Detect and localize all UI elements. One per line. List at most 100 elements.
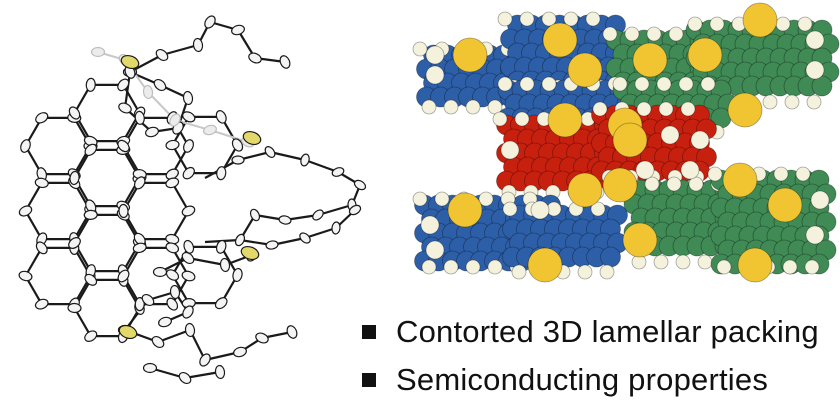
hydrogen-atom-sphere: [795, 166, 811, 182]
sulfur-atom-sphere: [767, 187, 803, 223]
atom-ellipsoid: [142, 362, 158, 374]
atom-ellipsoid: [300, 153, 310, 167]
atom-ellipsoid: [117, 139, 130, 153]
hydrogen-atom-sphere: [687, 16, 703, 32]
hydrogen-atom-sphere: [806, 94, 822, 110]
sulfur-atom-sphere: [567, 52, 603, 88]
atom-ellipsoid: [169, 284, 181, 300]
hydrogen-atom-sphere: [658, 101, 674, 117]
hydrogen-atom-sphere: [675, 254, 691, 270]
bullet-text: Contorted 3D lamellar packing: [396, 314, 819, 349]
hydrogen-atom-sphere: [434, 191, 450, 207]
hydrogen-atom-sphere: [668, 26, 684, 42]
sulfur-atom-sphere: [527, 247, 563, 283]
atom-ellipsoid: [183, 139, 194, 153]
hydrogen-atom-sphere: [690, 130, 710, 150]
hydrogen-atom-sphere: [425, 45, 445, 65]
atom-ellipsoid: [90, 46, 106, 58]
hydrogen-atom-sphere: [636, 101, 652, 117]
hydrogen-atom-sphere: [541, 11, 557, 27]
atom-ellipsoid: [214, 297, 228, 310]
atom-ellipsoid: [182, 90, 194, 106]
hydrogen-atom-sphere: [412, 191, 428, 207]
atom-ellipsoid: [68, 106, 81, 120]
atom-ellipsoid: [35, 241, 48, 255]
hydrogen-atom-sphere: [519, 11, 535, 27]
atom-ellipsoid: [234, 233, 246, 247]
hydrogen-atom-sphere: [784, 94, 800, 110]
atom-ellipsoid: [155, 48, 169, 62]
hydrogen-atom-sphere: [421, 259, 437, 275]
atom-ellipsoid: [117, 269, 130, 283]
sulfur-atom-sphere: [547, 102, 583, 138]
hydrogen-atom-sphere: [599, 264, 615, 280]
hydrogen-atom-sphere: [805, 60, 825, 80]
hydrogen-atom-sphere: [646, 26, 662, 42]
hydrogen-atom-sphere: [577, 264, 593, 280]
atom-ellipsoid: [158, 316, 172, 328]
atom-ellipsoid: [240, 245, 260, 261]
atom-ellipsoid: [85, 77, 96, 92]
hydrogen-atom-sphere: [805, 225, 825, 245]
atom-ellipsoid: [182, 111, 196, 123]
atom-ellipsoid: [84, 143, 97, 157]
bond-line: [157, 328, 191, 344]
hydrogen-atom-sphere: [602, 26, 618, 42]
hydrogen-atom-sphere: [697, 254, 713, 270]
atom-ellipsoid: [181, 205, 196, 217]
atom-ellipsoid: [18, 205, 33, 217]
bond-line: [269, 150, 306, 162]
hydrogen-atom-sphere: [500, 140, 520, 160]
atom-ellipsoid: [165, 269, 180, 281]
atom-ellipsoid: [152, 266, 168, 278]
atom-ellipsoid: [279, 55, 291, 69]
hydrogen-atom-sphere: [666, 176, 682, 192]
atom-ellipsoid: [34, 298, 49, 310]
atom-ellipsoid: [165, 177, 180, 189]
atom-ellipsoid: [169, 113, 181, 127]
hydrogen-atom-sphere: [797, 16, 813, 32]
carbon-atom-sphere: [600, 246, 621, 268]
hydrogen-atom-sphere: [700, 76, 716, 92]
bond-line: [304, 226, 337, 240]
sulfur-atom-sphere: [602, 167, 638, 203]
hydrogen-atom-sphere: [782, 259, 798, 275]
atom-ellipsoid: [178, 371, 192, 385]
atom-ellipsoid: [312, 209, 324, 221]
sulfur-atom-sphere: [632, 42, 668, 78]
atom-ellipsoid: [120, 54, 140, 70]
hydrogen-atom-sphere: [425, 65, 445, 85]
atom-ellipsoid: [182, 166, 195, 180]
sulfur-atom-sphere: [622, 222, 658, 258]
hydrogen-atom-sphere: [465, 99, 481, 115]
atom-ellipsoid: [199, 353, 211, 367]
atom-ellipsoid: [68, 237, 81, 249]
hydrogen-atom-sphere: [487, 259, 503, 275]
atom-ellipsoid: [255, 332, 269, 344]
bullet-list: Contorted 3D lamellar packing Semiconduc…: [352, 308, 840, 404]
bond-line: [161, 43, 199, 57]
hydrogen-atom-sphere: [585, 11, 601, 27]
atom-ellipsoid: [265, 240, 279, 250]
atom-ellipsoid: [153, 78, 167, 92]
atom-ellipsoid: [181, 251, 195, 265]
atom-ellipsoid: [133, 176, 146, 190]
atom-ellipsoid: [331, 221, 341, 235]
sulfur-atom-sphere: [687, 37, 723, 73]
hydrogen-atom-sphere: [541, 76, 557, 92]
atom-ellipsoid: [353, 179, 367, 191]
hydrogen-atom-sphere: [707, 166, 723, 182]
hydrogen-atom-sphere: [421, 99, 437, 115]
hydrogen-atom-sphere: [635, 160, 655, 180]
atom-ellipsoid: [166, 297, 179, 311]
atom-ellipsoid: [215, 239, 227, 254]
atom-ellipsoid: [20, 139, 31, 153]
hydrogen-atom-sphere: [514, 111, 530, 127]
hydrogen-atom-sphere: [465, 259, 481, 275]
atom-ellipsoid: [118, 324, 138, 340]
carbon-atom-sphere: [811, 75, 833, 97]
hydrogen-atom-sphere: [425, 240, 445, 260]
atom-ellipsoid: [219, 257, 231, 273]
hydrogen-atom-sphere: [634, 76, 650, 92]
atom-ellipsoid: [151, 335, 165, 349]
